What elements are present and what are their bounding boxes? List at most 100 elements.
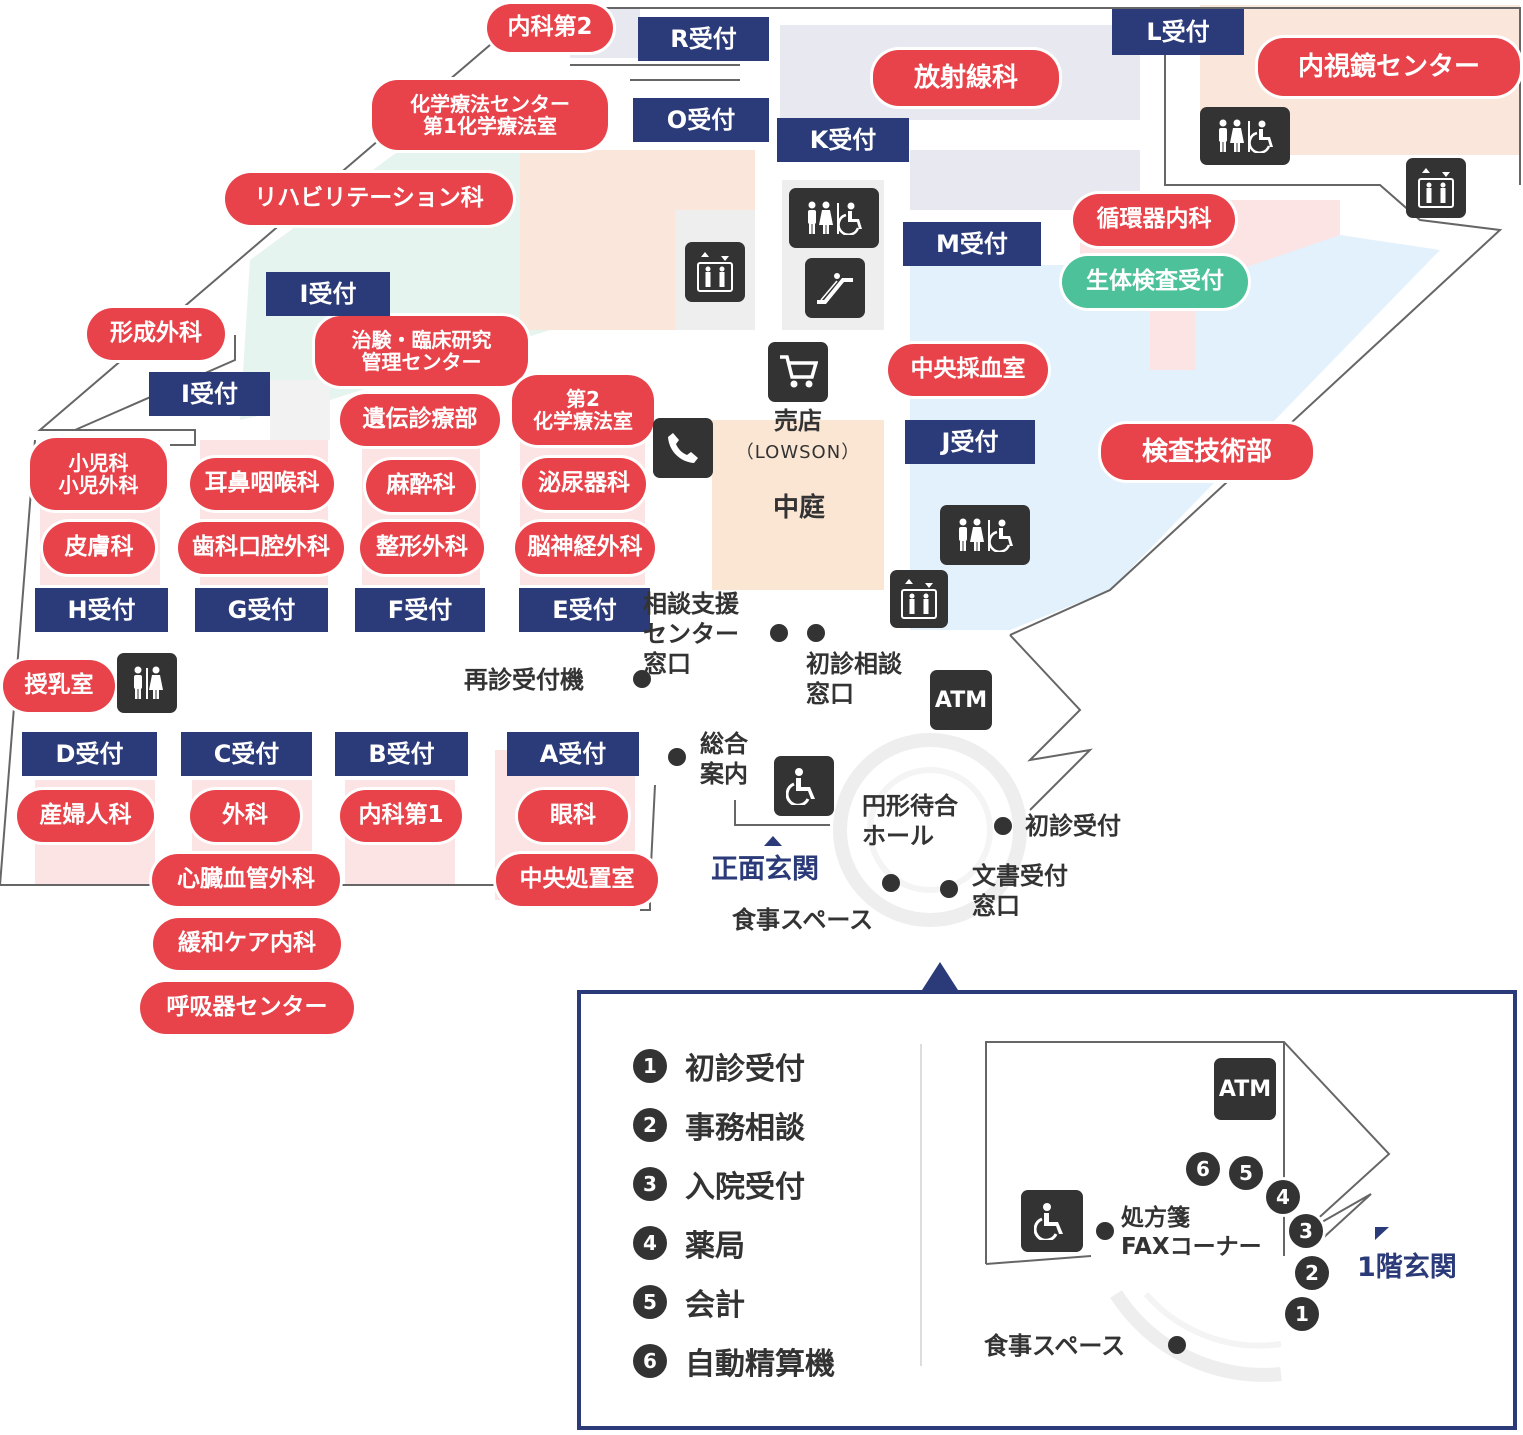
escalator-icon [805,258,865,318]
dept-jibi[interactable]: 耳鼻咽喉科 [190,458,334,510]
dept-naika1[interactable]: 内科第1 [340,790,462,842]
elevator-icon [1406,158,1466,218]
dept-sanfujin[interactable]: 産婦人科 [17,790,154,842]
atm-icon[interactable]: ATM [930,670,992,730]
fax-dot [1096,1222,1114,1240]
reception-c[interactable]: C受付 [181,732,312,776]
dept-seikei[interactable]: 整形外科 [360,522,484,574]
reception-f[interactable]: F受付 [355,588,485,632]
inset-atm-icon[interactable]: ATM [1214,1058,1276,1120]
dept-hinyoki[interactable]: 泌尿器科 [522,458,646,510]
saishin-kiosk-label: 再診受付機 [464,665,584,694]
bunsho-label: 文書受付 窓口 [972,862,1068,920]
dept-hifu[interactable]: 皮膚科 [43,522,155,574]
store-sub-label: （LOWSON） [735,442,861,464]
dept-keisei[interactable]: 形成外科 [87,308,225,360]
reception-e[interactable]: E受付 [519,588,650,632]
elevator-icon [685,242,745,302]
sogo-annai-label: 総合 案内 [700,730,748,788]
marker-4: 4 [1266,1180,1300,1214]
legend-number: 1 [633,1049,667,1083]
fax-corner-label: 処方箋 FAXコーナー [1121,1205,1262,1260]
legend-item: 6 自動精算機 [633,1339,835,1383]
shokuji-dot [882,874,900,892]
reception-k[interactable]: K受付 [777,118,909,162]
dept-geka[interactable]: 外科 [190,790,300,842]
wheelchair-icon [1021,1190,1083,1252]
reception-i-lower[interactable]: I受付 [149,372,270,416]
reception-l[interactable]: L受付 [1112,9,1244,55]
dept-ganka[interactable]: 眼科 [518,790,628,842]
legend-number: 3 [633,1167,667,1201]
dept-chuo-shochi[interactable]: 中央処置室 [496,854,658,906]
dept-junyu[interactable]: 授乳室 [3,660,115,712]
restroom-icon [789,188,879,248]
dept-kokyuki[interactable]: 呼吸器センター [140,982,354,1034]
reception-h[interactable]: H受付 [35,588,168,632]
dept-chuo-saiketsu[interactable]: 中央採血室 [888,344,1048,396]
dept-shonika[interactable]: 小児科 小児外科 [30,438,167,510]
dept-seitai[interactable]: 生体検査受付 [1062,256,1248,308]
store-label: 売店 [774,406,822,435]
dept-kagaku2[interactable]: 第2 化学療法室 [512,375,654,445]
reception-d[interactable]: D受付 [22,732,157,776]
reception-i-upper[interactable]: I受付 [266,272,390,316]
legend-item: 5 会計 [633,1280,745,1324]
courtyard-label: 中庭 [772,492,825,523]
restroom-icon [940,505,1030,565]
phone-icon [653,418,713,478]
restroom-icon [117,653,177,713]
legend-number: 5 [633,1285,667,1319]
dept-naika2[interactable]: 内科第2 [487,4,613,52]
dept-shinzo[interactable]: 心臓血管外科 [152,854,340,906]
wheelchair-icon [774,756,834,816]
legend-number: 6 [633,1344,667,1378]
legend-label: 入院受付 [685,1170,805,1205]
inset-shokuji-dot [1168,1336,1186,1354]
entrance-detail-inset: 1 初診受付 2 事務相談 3 入院受付 4 薬局 5 会計 6 自動精算機 A… [577,990,1517,1430]
legend-label: 自動精算機 [685,1347,835,1382]
dept-kanwa[interactable]: 緩和ケア内科 [153,918,341,970]
marker-1: 1 [1285,1297,1319,1331]
restroom-icon [1200,107,1290,165]
legend-item: 2 事務相談 [633,1103,805,1147]
dept-hoshasen[interactable]: 放射線科 [873,50,1059,106]
marker-2: 2 [1295,1256,1329,1290]
soudan-shien-label: 相談支援 センター 窓口 [643,590,739,678]
legend-item: 1 初診受付 [633,1044,805,1088]
marker-6: 6 [1186,1152,1220,1186]
front-entrance-label: 正面玄関 [711,854,819,886]
reception-r[interactable]: R受付 [638,17,769,61]
marker-3: 3 [1289,1214,1323,1248]
dept-chiken[interactable]: 治験・臨床研究 管理センター [315,316,528,386]
first-floor-entrance-label: 1階玄関 [1357,1252,1457,1284]
dept-masui[interactable]: 麻酔科 [366,460,476,512]
soudan-shien-dot [770,624,788,642]
dept-rehab[interactable]: リハビリテーション科 [225,173,513,225]
reception-j[interactable]: J受付 [905,420,1035,464]
reception-b[interactable]: B受付 [335,732,468,776]
shoshin-soudan-label: 初診相談 窓口 [806,650,902,708]
hall-label: 円形待合 ホール [862,792,958,850]
cart-icon [768,342,828,402]
dept-naishikyo[interactable]: 内視鏡センター [1258,38,1520,96]
inset-shokuji-label: 食事スペース [984,1331,1126,1360]
legend-label: 会計 [685,1288,745,1323]
reception-g[interactable]: G受付 [195,588,328,632]
elevator-icon [890,570,948,628]
dept-shika[interactable]: 歯科口腔外科 [178,522,344,574]
dept-kagaku-center[interactable]: 化学療法センター 第1化学療法室 [372,80,608,150]
dept-idenshi[interactable]: 遺伝診療部 [340,394,500,446]
dept-junkanki[interactable]: 循環器内科 [1073,194,1235,246]
reception-o[interactable]: O受付 [633,98,769,142]
dept-kensa[interactable]: 検査技術部 [1101,424,1313,480]
saishin-kiosk-dot [633,670,651,688]
legend-label: 初診受付 [685,1052,805,1087]
shoshin-uketsuke-dot [994,817,1012,835]
reception-m[interactable]: M受付 [903,222,1041,266]
shoshin-soudan-dot [807,624,825,642]
dept-noshinkei[interactable]: 脳神経外科 [515,522,655,574]
inset-plan [920,1041,1391,1382]
reception-a[interactable]: A受付 [507,732,639,776]
